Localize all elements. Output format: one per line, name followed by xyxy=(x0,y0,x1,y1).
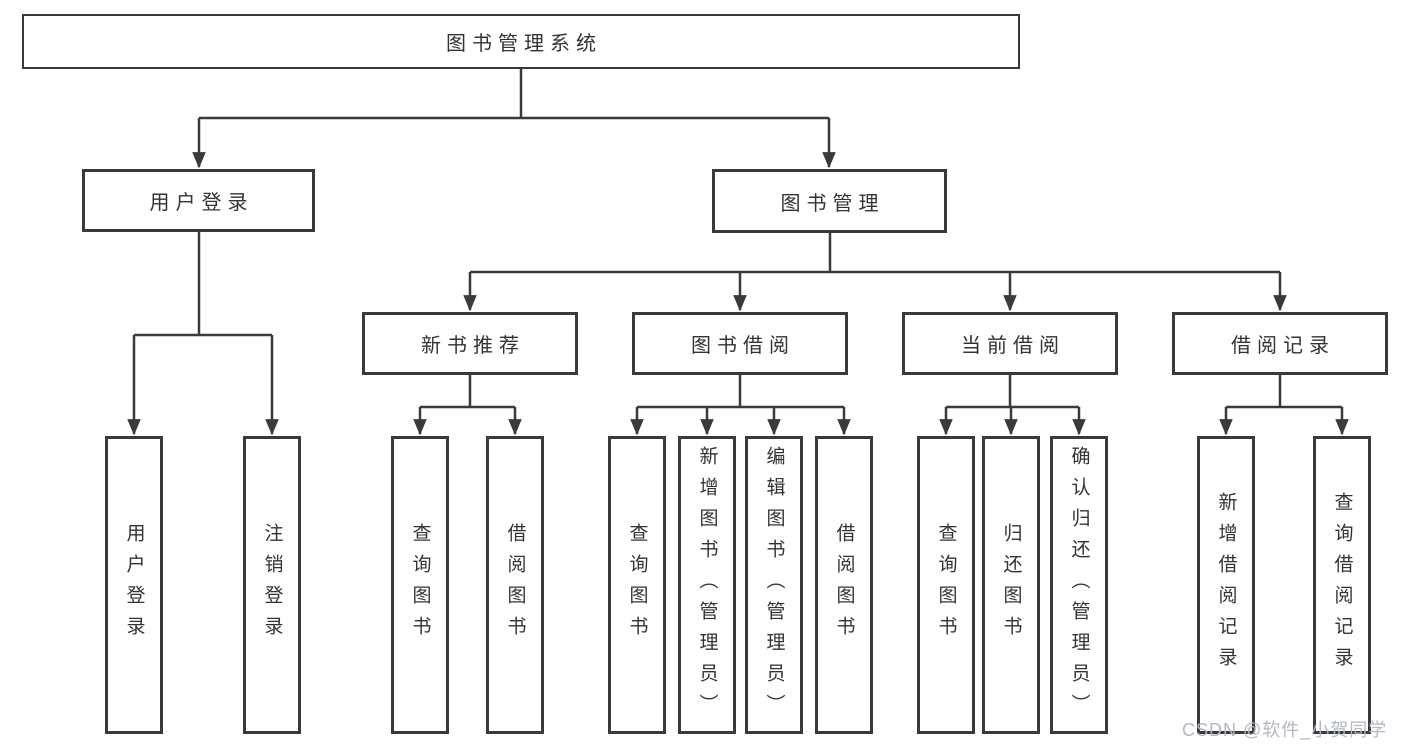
node-query-borrow-record: 查询借阅记录 xyxy=(1313,436,1371,734)
node-book-management: 图书管理 xyxy=(712,169,947,233)
node-borrow-books-recommend: 借阅图书 xyxy=(486,436,544,734)
node-query-books-borrowing: 查询图书 xyxy=(608,436,666,734)
node-user-login: 用户登录 xyxy=(82,169,315,232)
node-library-management-system: 图书管理系统 xyxy=(22,14,1020,69)
node-edit-book-admin: 编辑图书（管理员） xyxy=(745,436,803,734)
node-new-book-recommendation: 新书推荐 xyxy=(362,312,578,375)
node-query-books-current: 查询图书 xyxy=(917,436,975,734)
node-add-borrow-record: 新增借阅记录 xyxy=(1197,436,1255,734)
node-login: 用户登录 xyxy=(105,436,163,734)
node-borrowing-records: 借阅记录 xyxy=(1172,312,1388,375)
node-return-books: 归还图书 xyxy=(982,436,1040,734)
node-logout: 注销登录 xyxy=(243,436,301,734)
node-confirm-return-admin: 确认归还（管理员） xyxy=(1050,436,1108,734)
csdn-watermark: CSDN @软件_小贺同学 xyxy=(1182,720,1388,740)
node-borrow-books-borrowing: 借阅图书 xyxy=(815,436,873,734)
node-add-book-admin: 新增图书（管理员） xyxy=(678,436,736,734)
node-current-borrowing: 当前借阅 xyxy=(902,312,1118,375)
node-book-borrowing: 图书借阅 xyxy=(632,312,848,375)
node-query-books-recommend: 查询图书 xyxy=(391,436,449,734)
